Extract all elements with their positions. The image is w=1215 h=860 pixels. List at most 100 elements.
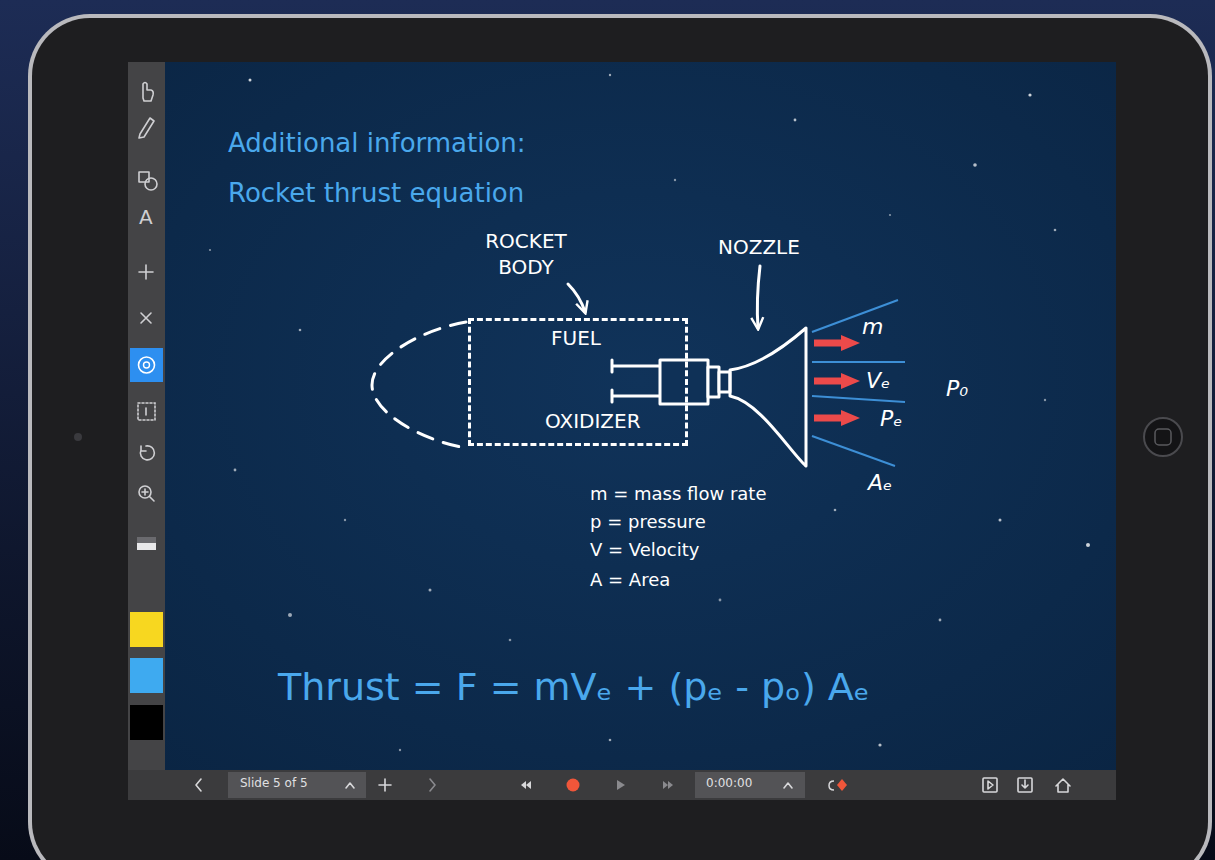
exhaust-line (812, 361, 905, 363)
symbol-label: m (862, 314, 883, 339)
star (834, 509, 837, 512)
selected-tool (130, 348, 163, 382)
prev-slide-icon (196, 779, 201, 791)
star (249, 79, 252, 82)
stars (209, 74, 1090, 751)
star (288, 613, 292, 617)
share-icon (988, 781, 993, 789)
bar-icons (196, 778, 1070, 792)
flow-arrow (814, 378, 843, 385)
nozzle-bell (730, 328, 806, 466)
star (1028, 93, 1031, 96)
star (794, 119, 797, 122)
marker-icon (837, 779, 847, 791)
share-icon (983, 778, 997, 792)
home-button-mark (1155, 429, 1171, 445)
star (1086, 543, 1090, 547)
flow-arrow (841, 335, 860, 351)
select-tool-icon (145, 408, 147, 415)
ipad-edge (28, 14, 1212, 860)
node-text: FUEL (551, 327, 601, 350)
thrust-equation: Thrust = F = mVₑ + (pₑ - pₒ) Aₑ (278, 666, 870, 710)
star (719, 599, 722, 602)
color-swatch (130, 658, 163, 693)
flow-arrow (814, 340, 843, 347)
background-tool-icon (137, 537, 156, 550)
definition-text: p = pressure (590, 512, 706, 533)
star (344, 519, 346, 521)
nozzle-throat (719, 372, 730, 392)
select-tool-icon (138, 403, 155, 420)
record-icon (567, 779, 580, 792)
timer-text: 0:00:00 (706, 777, 752, 791)
callout-label: NOZZLE (718, 236, 800, 259)
time-selector (695, 772, 805, 798)
save-icon (1018, 778, 1032, 792)
delete-tool-icon (141, 313, 151, 323)
star (609, 74, 611, 76)
star (609, 739, 612, 742)
star (399, 749, 401, 751)
rewind-icon (521, 781, 531, 789)
tool-icons (138, 403, 155, 501)
exhaust-boundaries (812, 300, 905, 466)
definition-text: m = mass flow rate (590, 484, 766, 505)
playback-icons (521, 779, 847, 792)
star (509, 639, 512, 642)
shape-tool-icon (139, 172, 149, 182)
flow-arrow (841, 410, 860, 426)
flow-arrow (841, 373, 860, 389)
star (999, 519, 1002, 522)
camera-dot (74, 433, 82, 441)
slide-counter: Slide 5 of 5 (240, 777, 308, 791)
star (878, 743, 881, 746)
tool-bar (128, 62, 165, 770)
symbol-label: Pₑ (880, 406, 902, 431)
exhaust-line (812, 300, 898, 332)
star (889, 214, 891, 216)
forward-icon (663, 781, 673, 789)
slide-menu-icon (346, 783, 354, 788)
star (939, 619, 942, 622)
add-slide-icon (379, 779, 391, 791)
move-tool-icon (139, 357, 155, 373)
pencil-tool-icon (139, 118, 154, 138)
color-swatch (130, 612, 163, 647)
ipad-bezel (32, 18, 1208, 860)
slide-canvas (165, 62, 1116, 770)
symbol-label: Aₑ (868, 470, 892, 495)
save-icon (1022, 780, 1028, 788)
hand-tool-icon (143, 83, 153, 102)
star (209, 249, 211, 251)
slide-selector (228, 772, 366, 798)
nozzle-throat (708, 367, 719, 397)
home-button (1144, 418, 1182, 456)
time-menu-icon (784, 783, 792, 788)
symbol-label: P₀ (946, 376, 968, 401)
star (299, 329, 302, 332)
leader-arrow (757, 266, 760, 328)
clip-icon (829, 781, 834, 790)
callout-label: ROCKET BODY (478, 228, 574, 280)
text-tool-icon: A (139, 206, 153, 229)
star (234, 469, 237, 472)
tool-icons (139, 83, 157, 324)
leader-arrow (568, 284, 585, 312)
bottom-bar (128, 770, 1116, 800)
next-slide-icon (430, 779, 435, 791)
star (429, 589, 432, 592)
rocket-drawing (372, 266, 806, 466)
definition-text: A = Area (590, 570, 670, 591)
home-icon (1056, 779, 1070, 792)
rocket-body: FUELOXIDIZER (468, 318, 688, 446)
star (674, 179, 676, 181)
feed-lines (612, 360, 660, 402)
play-icon (617, 780, 625, 790)
move-tool-icon (144, 362, 150, 368)
screen (128, 62, 1116, 800)
rocket-nose (372, 322, 466, 448)
star (973, 163, 977, 167)
star (1054, 229, 1057, 232)
